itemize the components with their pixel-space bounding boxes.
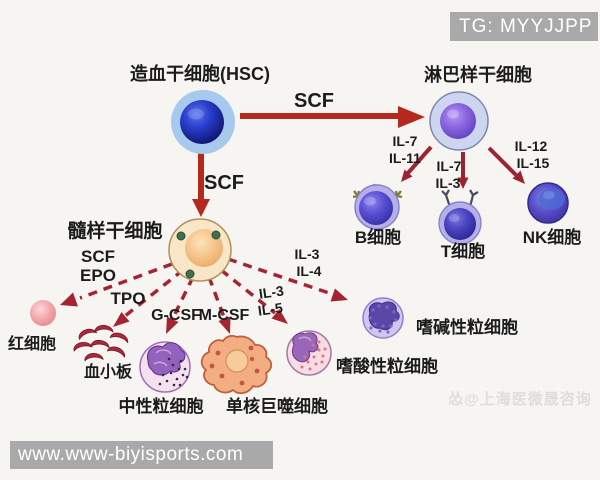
- factor-il5-eos: IL-5: [257, 299, 284, 318]
- website-watermark: www.www-biyisports.com: [10, 441, 273, 469]
- factor-il15-nk: IL-15: [517, 155, 550, 171]
- arrow-hsc-to-myeloid: [192, 152, 210, 217]
- factor-il11-b: IL-11: [389, 150, 421, 166]
- platelet-label: 血小板: [84, 362, 133, 381]
- lymphoid-label: 淋巴样干细胞: [424, 64, 532, 85]
- arrow-hsc-to-lymphoid: [240, 106, 425, 128]
- arrow-myeloid-to-macrophage: [207, 276, 227, 321]
- arrow-myeloid-to-eosinophil: [219, 268, 277, 315]
- factor-gcsf: G-CSF: [151, 307, 201, 324]
- t-cell-label: T细胞: [441, 241, 485, 261]
- neutrophil-label: 中性粒细胞: [119, 396, 204, 416]
- b-cell: [352, 183, 403, 230]
- macrophage-cell: [200, 334, 273, 395]
- t-cell: [438, 189, 482, 245]
- neutrophil-cell: [139, 341, 191, 393]
- factor-il3-t: IL-3: [436, 175, 461, 191]
- arrow-myeloid-to-basophil: [227, 257, 333, 296]
- factor-il7-t: IL-7: [437, 158, 462, 174]
- dashed-arrowheads: [60, 288, 348, 334]
- eosinophil-cell: [286, 330, 332, 376]
- factor-epo-rbc: EPO: [80, 266, 116, 285]
- telegram-watermark: TG: MYYJJPP: [450, 12, 598, 41]
- myeloid-cell: [168, 218, 232, 282]
- neutrophil-granules: [158, 357, 189, 387]
- arrow-myeloid-to-platelet: [123, 268, 185, 318]
- factor-scf-rbc: SCF: [81, 247, 115, 266]
- arrow-lymphoid-to-b: [401, 145, 433, 182]
- nk-cell: [527, 182, 569, 224]
- arrow-lymphoid-to-t: [457, 152, 469, 189]
- rbc-cell: [30, 300, 56, 326]
- agency-watermark: 怂@上海医微晟咨询: [448, 391, 592, 408]
- hsc-cell: [171, 90, 235, 154]
- factor-mcsf: M-CSF: [199, 307, 250, 324]
- factor-il4-bas: IL-4: [297, 263, 322, 279]
- platelet-cluster: [72, 324, 131, 362]
- factor-il3-bas: IL-3: [295, 246, 320, 262]
- b-cell-label: B细胞: [355, 227, 401, 247]
- basophil-granules: [368, 304, 398, 334]
- macrophage-label: 单核巨噬细胞: [226, 396, 328, 416]
- factor-il3-eos: IL-3: [258, 282, 285, 301]
- factor-tpo: TPO: [111, 289, 146, 308]
- factor-il7-b: IL-7: [393, 133, 418, 149]
- arrow-myeloid-to-rbc: [79, 262, 173, 300]
- rbc-label: 红细胞: [8, 334, 56, 353]
- eosinophil-granules: [300, 340, 327, 371]
- lymphoid-cell: [429, 91, 489, 151]
- arrow-myeloid-to-neutrophil: [170, 276, 195, 321]
- basophil-cell: [362, 297, 404, 339]
- myeloid-label: 髓样干细胞: [67, 219, 162, 242]
- hsc-label: 造血干细胞(HSC): [130, 63, 270, 84]
- basophil-label: 嗜碱性粒细胞: [416, 317, 518, 337]
- factor-scf-right: SCF: [294, 90, 334, 112]
- arrow-lymphoid-to-nk: [487, 146, 525, 184]
- factor-scf-down: SCF: [204, 172, 244, 194]
- nk-cell-label: NK细胞: [523, 227, 582, 247]
- eosinophil-label: 嗜酸性粒细胞: [336, 356, 438, 376]
- factor-il12-nk: IL-12: [515, 138, 548, 154]
- macrophage-granules: [209, 345, 260, 386]
